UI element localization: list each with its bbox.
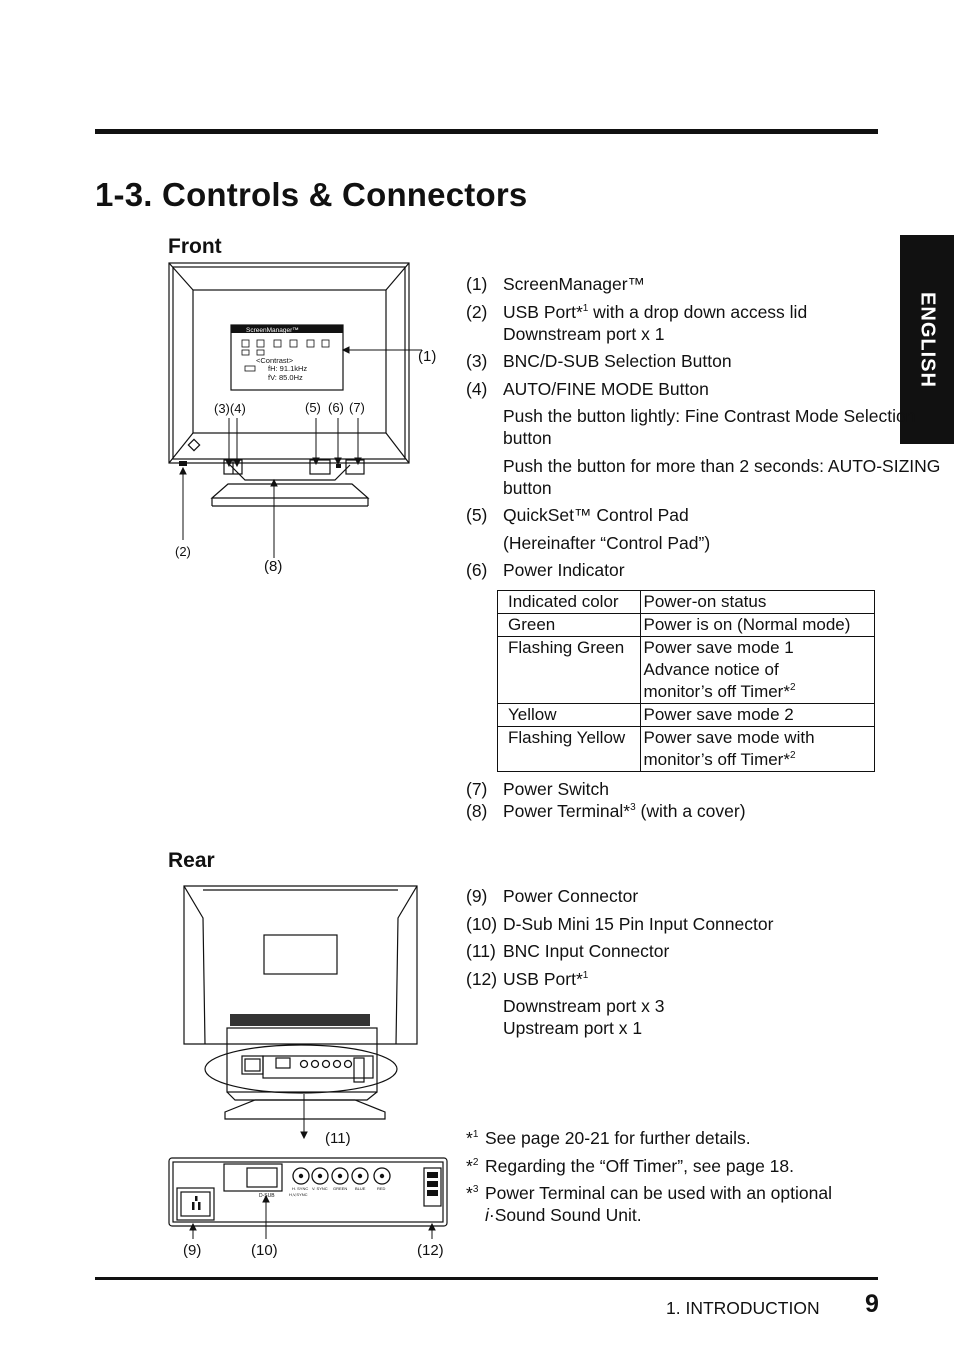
top-rule (95, 129, 878, 134)
callout-9: (9) (183, 1242, 201, 1259)
rear-heading: Rear (168, 849, 215, 872)
front-heading: Front (168, 235, 222, 258)
front-item-5-note: (Hereinafter “Control Pad”) (503, 532, 711, 553)
front-item-2: (2)USB Port*1 with a drop down access li… (466, 301, 808, 344)
osd-line3: fV: 85.0Hz (268, 373, 303, 382)
rear-item-11: (11)BNC Input Connector (466, 941, 670, 961)
front-item-5: (5)QuickSet™ Control Pad (466, 505, 689, 525)
callout-5: (5) (305, 400, 321, 415)
callout-3-4: (3)(4) (214, 401, 246, 416)
table-header-color: Indicated color (497, 590, 641, 614)
front-monitor-diagram: ScreenManager™ <Contrast> fH: 91.1kHz fV… (168, 262, 436, 575)
callout-12: (12) (417, 1242, 444, 1259)
panel-label-hsync: H,V,SYNC (289, 1192, 308, 1197)
callout-2: (2) (175, 544, 191, 559)
rear-item-12: (12)USB Port*1 (466, 968, 589, 989)
table-row: Yellow Power save mode 2 (497, 703, 876, 727)
indicator-table: Indicated color Power-on status Green Po… (497, 590, 876, 772)
rear-item-10: (10)D-Sub Mini 15 Pin Input Connector (466, 913, 774, 934)
front-item-7: (7)Power Switch (466, 779, 610, 799)
table-row: Indicated color Power-on status (497, 590, 876, 614)
panel-label-dsub: D-SUB (259, 1193, 275, 1199)
callout-1: (1) (418, 348, 436, 365)
callout-11: (11) (325, 1130, 351, 1147)
callout-6: (6) (328, 400, 344, 415)
table-row: Green Power is on (Normal mode) (497, 613, 876, 637)
rear-item-list: (9)Power Connector (10)D-Sub Mini 15 Pin… (466, 885, 773, 1045)
usb-lid-marker (179, 461, 187, 466)
front-item-6: (6)Power Indicator (466, 560, 625, 580)
language-tab: ENGLISH (900, 235, 954, 444)
footer-section-label: 1. INTRODUCTION (666, 1298, 820, 1318)
page-title: 1-3. Controls & Connectors (95, 176, 528, 213)
osd-line1: <Contrast> (256, 356, 294, 365)
power-indicator-marker (336, 464, 341, 468)
rear-monitor-diagram: D-SUB H,V,SYNC H. SYNC V. SYNC GREEN BLU… (168, 885, 448, 1259)
osd-title: ScreenManager™ (246, 327, 299, 334)
front-item-4-note-2: Push the button for more than 2 seconds:… (503, 455, 941, 498)
front-item-4: (4)AUTO/FINE MODE Button (466, 378, 709, 399)
callout-7: (7) (349, 400, 365, 415)
front-item-1: (1)ScreenManager™ (466, 274, 646, 294)
bottom-rule (95, 1277, 878, 1280)
front-item-list-2: (7)Power Switch (8)Power Terminal*3 (wit… (466, 778, 746, 822)
front-item-list: (1)ScreenManager™ (2)USB Port*1 with a d… (466, 273, 954, 581)
page-number: 9 (865, 1290, 879, 1318)
osd-line2: fH: 91.1kHz (268, 364, 307, 373)
bnc-label-5: RED (377, 1186, 386, 1191)
front-item-3: (3)BNC/D-SUB Selection Button (466, 351, 732, 371)
rear-item-9: (9)Power Connector (466, 886, 639, 906)
callout-10: (10) (251, 1242, 278, 1259)
table-header-status: Power-on status (639, 590, 876, 614)
front-item-4-note-1: Push the button lightly: Fine Contrast M… (503, 406, 916, 448)
bnc-label-4: BLUE (355, 1186, 366, 1191)
front-item-8: (8)Power Terminal*3 (with a cover) (466, 801, 746, 821)
bnc-label-3: GREEN (333, 1186, 347, 1191)
callout-8: (8) (264, 558, 282, 575)
bnc-label-1: H. SYNC (292, 1186, 308, 1191)
bnc-label-2: V. SYNC (312, 1186, 328, 1191)
